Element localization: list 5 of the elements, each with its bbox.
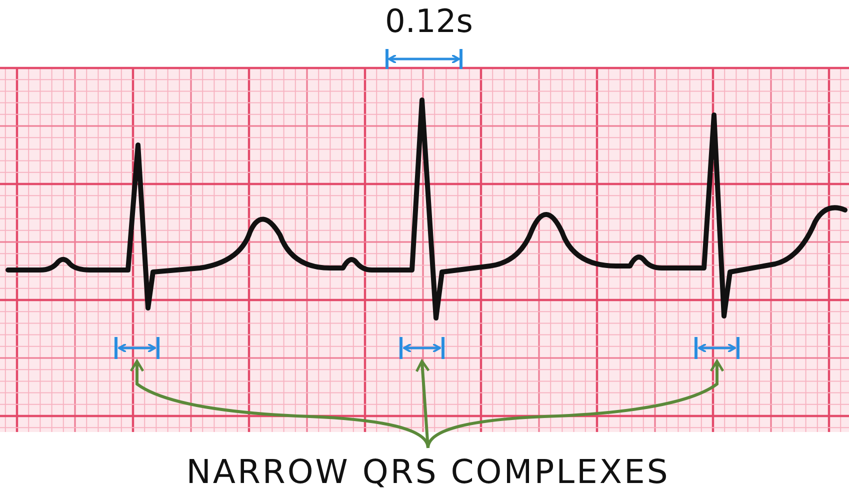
arrow [130, 360, 430, 448]
duration-label: 0.12s [385, 2, 473, 40]
arrow [415, 360, 430, 448]
arrow [426, 360, 724, 448]
caption-text: NARROW QRS COMPLEXES [185, 452, 671, 491]
